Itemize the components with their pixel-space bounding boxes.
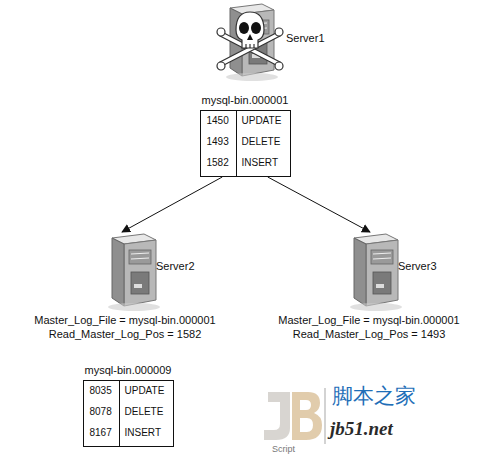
server-node: Server2Master_Log_File = mysql-bin.00000… <box>14 232 236 344</box>
watermark-caption: Script <box>272 444 295 454</box>
event-type: UPDATE <box>125 385 165 397</box>
log-position: 8035 <box>90 385 112 397</box>
replication-arrow <box>122 177 222 232</box>
watermark-url: jb51.net <box>330 418 393 440</box>
replica-status: Master_Log_File = mysql-bin.000001 <box>34 314 215 327</box>
server-name: Server3 <box>398 260 437 273</box>
replica-status: Read_Master_Log_Pos = 1582 <box>49 328 202 341</box>
replica-status: Master_Log_File = mysql-bin.000001 <box>278 314 459 327</box>
server-name: Server2 <box>156 260 195 273</box>
event-type: UPDATE <box>242 115 282 127</box>
event-type: INSERT <box>242 157 279 169</box>
server-icon <box>94 232 166 316</box>
log-position: 1450 <box>207 115 229 127</box>
log-position: 8167 <box>90 427 112 439</box>
server-node: Server1 <box>212 2 330 84</box>
event-type: DELETE <box>125 406 164 418</box>
binlog-table: mysql-bin.000001 1450 UPDATE 1493 DELETE 1582… <box>200 92 291 177</box>
column-divider <box>119 381 120 446</box>
event-type: INSERT <box>125 427 162 439</box>
event-table: 8035 UPDATE 8078 DELETE 8167 INSERT <box>83 380 174 447</box>
log-position: 1493 <box>207 136 229 148</box>
replica-status: Read_Master_Log_Pos = 1493 <box>293 328 446 341</box>
event-type: DELETE <box>242 136 281 148</box>
log-position: 1582 <box>207 157 229 169</box>
binlog-table: mysql-bin.000009 8035 UPDATE 8078 DELETE 8167… <box>83 362 174 447</box>
replication-arrow <box>268 177 370 232</box>
event-table: 1450 UPDATE 1493 DELETE 1582 INSERT <box>200 110 291 177</box>
server-icon <box>212 2 284 86</box>
log-position: 8078 <box>90 406 112 418</box>
server-name: Server1 <box>286 32 325 45</box>
column-divider <box>236 111 237 176</box>
log-file-name: mysql-bin.000001 <box>202 94 289 107</box>
watermark-text: 脚本之家 <box>332 382 416 410</box>
server-node: Server3Master_Log_File = mysql-bin.00000… <box>258 232 480 344</box>
log-file-name: mysql-bin.000009 <box>85 364 172 377</box>
server-icon <box>336 232 408 316</box>
